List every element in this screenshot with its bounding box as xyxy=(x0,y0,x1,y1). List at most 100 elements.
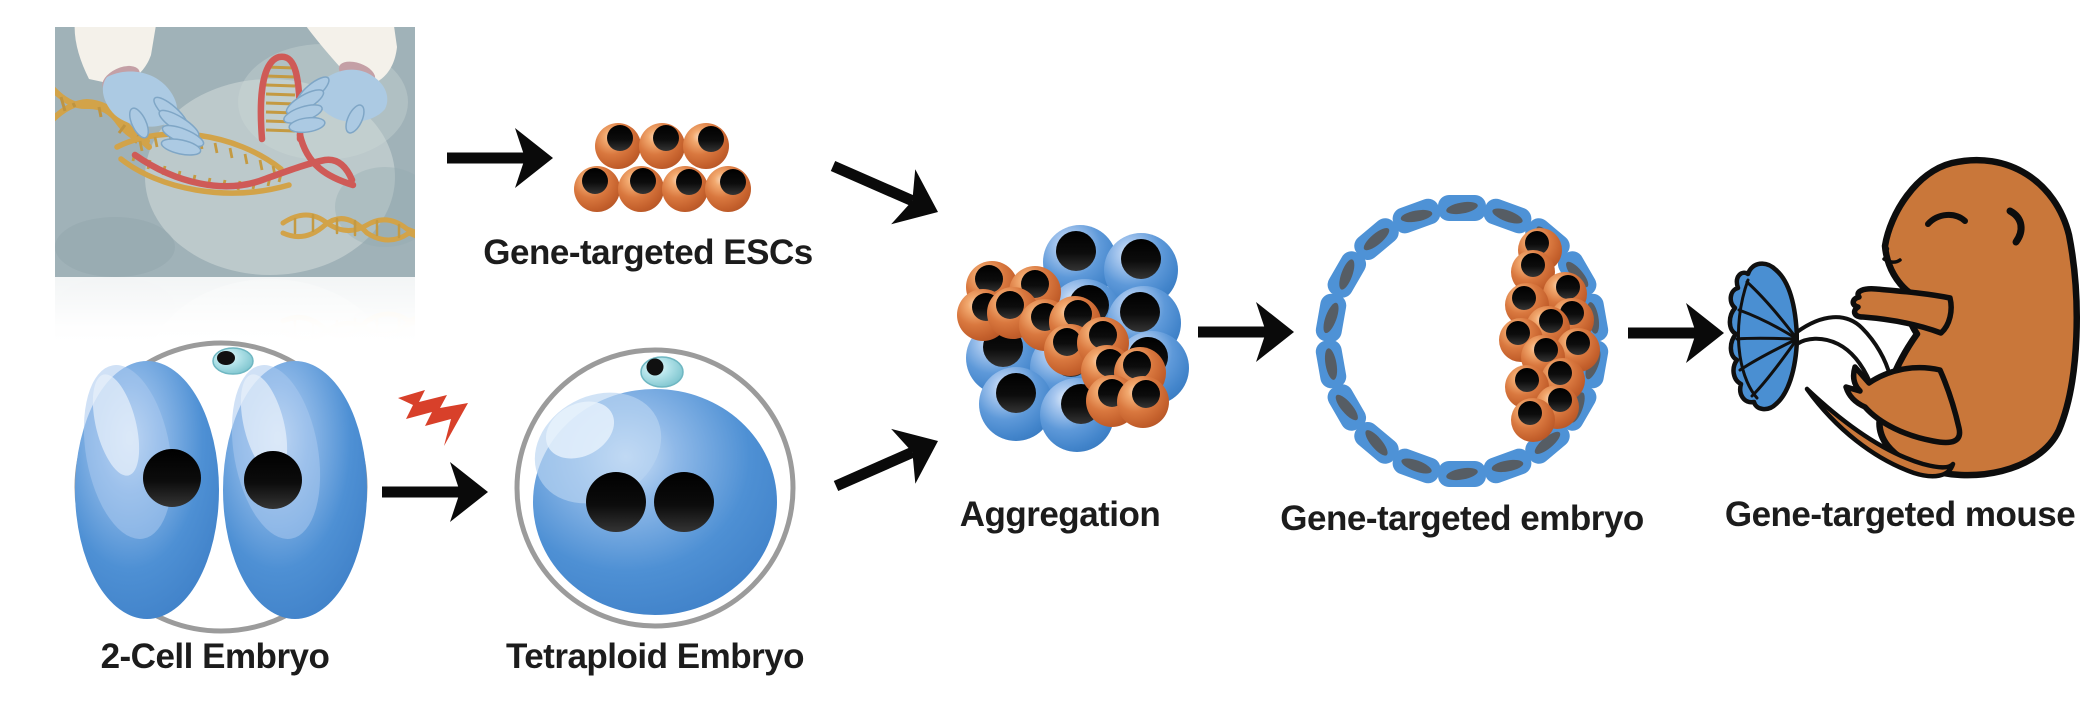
label-tetraploid-embryo: Tetraploid Embryo xyxy=(505,637,805,676)
trophoblast-cell xyxy=(1392,448,1441,484)
cell-nucleus xyxy=(1053,328,1081,356)
flow-arrows xyxy=(382,128,1724,522)
trophoblast-cell xyxy=(1557,251,1597,298)
lightning-bolt-icon xyxy=(398,390,468,446)
helix-strand xyxy=(280,216,415,243)
dna-open-loop xyxy=(114,131,356,196)
nucleus xyxy=(244,451,302,509)
mouse-hind-leg xyxy=(1843,364,1963,446)
arrow-head xyxy=(515,128,553,188)
label-gene-targeted-embryo: Gene-targeted embryo xyxy=(1280,499,1644,538)
cell-nucleus xyxy=(1324,348,1338,380)
cell-highlight-bright xyxy=(545,401,615,459)
cell-nucleus xyxy=(1566,331,1590,355)
cell-highlight-bright xyxy=(240,374,288,476)
right-glove-fingers xyxy=(283,76,365,134)
cell-nucleus xyxy=(1491,459,1524,473)
gene-editing-photo xyxy=(55,27,415,277)
vein xyxy=(1735,336,1799,341)
thumb xyxy=(345,104,365,134)
cell-nucleus xyxy=(1323,302,1339,334)
reflection-fade xyxy=(55,277,415,343)
cell-nucleus xyxy=(1521,253,1545,277)
cell-nucleus xyxy=(996,291,1024,319)
polar-body-nucleus xyxy=(217,351,235,365)
trophoblast-cell xyxy=(1438,461,1486,487)
esc-cell xyxy=(595,123,641,169)
cell-nucleus xyxy=(653,125,679,151)
right-hand xyxy=(283,27,397,134)
cell-nucleus xyxy=(582,168,608,194)
cell-nucleus xyxy=(1132,380,1160,408)
helix-strand xyxy=(280,212,415,235)
trophoblast-cell xyxy=(1354,218,1399,261)
esc-cell xyxy=(662,166,708,212)
cell-nucleus xyxy=(1021,270,1049,298)
blastomere-left xyxy=(75,361,219,619)
trophoblast-cell xyxy=(1483,448,1532,484)
aggregation-blue-cell xyxy=(979,367,1053,441)
cell-nucleus xyxy=(676,169,702,195)
cell-nucleus xyxy=(1335,394,1358,421)
two-cell-embryo xyxy=(74,340,368,634)
cell-nucleus xyxy=(1121,239,1161,279)
esc-cell xyxy=(683,123,729,169)
left-glove-fingers xyxy=(128,96,205,156)
trophoblast-cell xyxy=(1327,384,1367,431)
tetraploid-embryo xyxy=(514,347,796,629)
cell-nucleus xyxy=(698,126,724,152)
cell-nucleus xyxy=(1515,368,1539,392)
photo-shade xyxy=(55,217,175,277)
esc-cell xyxy=(574,166,620,212)
cell-nucleus xyxy=(1056,231,1096,271)
arrow-shaft xyxy=(833,447,915,492)
arrow-aggregation-to-embryo xyxy=(1198,302,1294,362)
cell-nucleus xyxy=(607,125,633,151)
arrow-head xyxy=(891,428,938,484)
loop-lower-strand xyxy=(118,156,292,196)
arrow-head xyxy=(891,169,938,225)
cell-highlight-bright xyxy=(92,374,140,476)
trophoblast-cell xyxy=(1438,195,1486,221)
cell-nucleus xyxy=(1506,321,1530,345)
label-two-cell-embryo: 2-Cell Embryo xyxy=(100,637,330,676)
cell-nucleus xyxy=(1363,228,1390,251)
cell-nucleus xyxy=(1534,431,1561,454)
hairpin-rungs xyxy=(265,65,296,133)
nucleus xyxy=(143,449,201,507)
trophoblast-cell xyxy=(1315,339,1347,389)
label-gene-targeted-mouse: Gene-targeted mouse xyxy=(1724,495,2076,534)
placenta xyxy=(1727,261,1800,412)
right-sleeve xyxy=(306,27,397,83)
placenta-veins xyxy=(1735,278,1799,400)
thumb xyxy=(128,107,150,139)
trophoblast-cell xyxy=(1483,198,1532,234)
vein xyxy=(1750,337,1799,398)
icm-cell xyxy=(1511,250,1555,294)
mouse-mouth xyxy=(1882,257,1902,264)
blastomere-right xyxy=(223,361,367,619)
cell-nucleus xyxy=(1548,388,1572,412)
hairpin-red-strand xyxy=(257,53,304,143)
arrow-dna-to-esc xyxy=(447,128,553,188)
cell-nucleus xyxy=(1548,361,1572,385)
helix-rungs xyxy=(59,96,141,144)
gene-targeted-mouse-figure xyxy=(1804,156,2080,479)
cell-nucleus xyxy=(1120,292,1160,332)
dna-hairpin xyxy=(257,53,357,189)
arrow-esc-to-aggregation xyxy=(830,160,938,225)
helix-rungs xyxy=(293,213,401,239)
cell-nucleus xyxy=(1539,309,1563,333)
label-gene-targeted-escs: Gene-targeted ESCs xyxy=(483,233,813,272)
left-hand xyxy=(74,27,205,156)
cell-nucleus xyxy=(1518,401,1542,425)
arrow-tetraploid-to-aggregation xyxy=(833,428,938,492)
polar-body xyxy=(640,356,684,388)
cell-nucleus xyxy=(1339,259,1355,290)
icm-cell xyxy=(1511,398,1555,442)
polar-body-cell xyxy=(640,356,684,388)
cell-nucleus xyxy=(1400,209,1433,223)
arrow-twocell-to-tetraploid xyxy=(382,462,488,522)
